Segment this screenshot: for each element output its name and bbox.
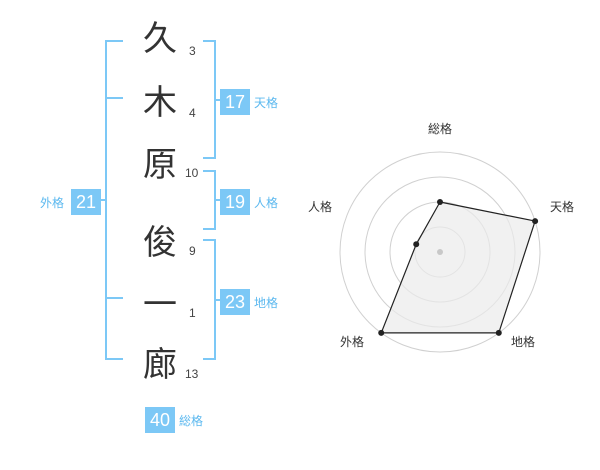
tenkaku-label: 天格 (254, 96, 279, 110)
soukaku-label: 総格 (179, 414, 204, 428)
jinkaku-bracket (203, 170, 216, 230)
name-char-4: 俊 (143, 223, 177, 263)
gaikaku-value: 21 (71, 189, 101, 215)
radar-area (380, 201, 536, 334)
stroke-count-1: 3 (189, 44, 196, 58)
radar-point-2 (532, 218, 539, 225)
radar-label-soukaku: 総格 (428, 122, 453, 136)
stroke-count-4: 9 (189, 244, 196, 258)
name-char-1: 久 (143, 19, 177, 59)
chikaku-bracket (203, 239, 216, 360)
tenkaku-value: 17 (220, 89, 250, 115)
stroke-count-3: 10 (185, 166, 199, 180)
radar-label-tenkaku: 天格 (550, 200, 575, 214)
radar-chart (339, 151, 541, 353)
name-char-3: 原 (143, 145, 177, 185)
name-char-6: 廊 (143, 345, 177, 385)
stroke-count-5: 1 (189, 306, 196, 320)
radar-point-5 (413, 241, 420, 248)
gaikaku-label: 外格 (40, 196, 65, 210)
chikaku-value: 23 (220, 289, 250, 315)
radar-point-3 (495, 329, 502, 336)
jinkaku-value: 19 (220, 189, 250, 215)
radar-label-gaikaku: 外格 (340, 335, 365, 349)
name-char-2: 木 (143, 83, 177, 123)
radar-point-1 (437, 199, 443, 205)
radar-label-chikaku: 地格 (511, 335, 536, 349)
soukaku-value: 40 (145, 407, 175, 433)
jinkaku-label: 人格 (254, 196, 279, 210)
radar-ring-4 (339, 151, 541, 353)
radar-center (437, 249, 443, 255)
stroke-count-6: 13 (185, 367, 199, 381)
radar-point-4 (378, 329, 385, 336)
radar-label-jinkaku: 人格 (308, 200, 333, 214)
gaikaku-bracket (105, 40, 123, 360)
chikaku-label: 地格 (254, 296, 279, 310)
tenkaku-bracket (203, 40, 216, 159)
stroke-count-2: 4 (189, 106, 196, 120)
name-char-5: 一 (143, 285, 177, 325)
